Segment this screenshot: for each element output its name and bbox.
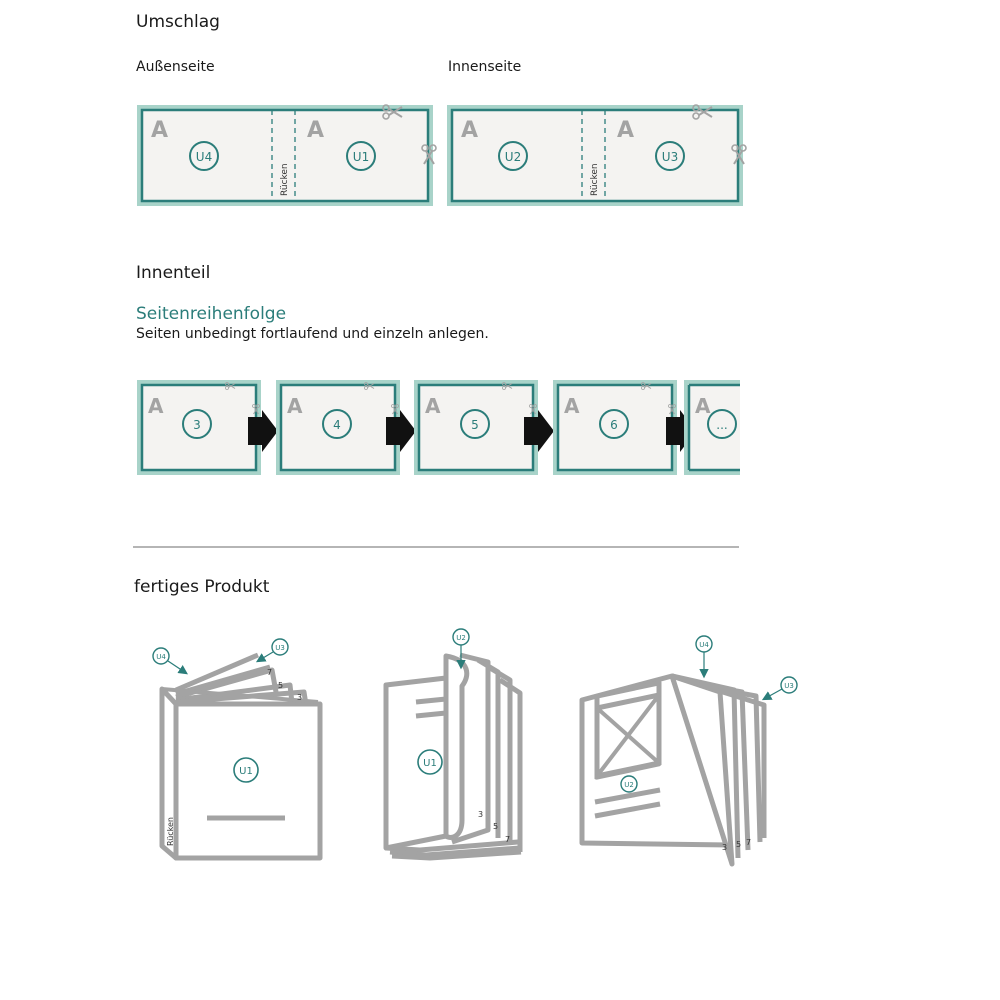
page-number: 5 — [493, 822, 498, 831]
letter-a: A — [695, 394, 711, 418]
page-number: 3 — [722, 843, 727, 852]
next-arrow — [386, 410, 416, 452]
letter-a: A — [287, 394, 303, 418]
next-arrow — [524, 410, 554, 452]
flipping-book-illustration — [383, 652, 523, 861]
tag-u4: U4 — [156, 653, 166, 661]
next-arrow — [248, 410, 278, 452]
next-arrow — [666, 410, 696, 452]
interior-heading: Innenteil — [136, 263, 211, 283]
open-book-labels: U2 3 5 7 U4 U3 — [620, 635, 798, 852]
letter-a: A — [151, 118, 168, 143]
outside-label: Außenseite — [136, 59, 215, 75]
tag-u3: U3 — [275, 644, 285, 652]
page-number: 6 — [610, 418, 618, 432]
page-number: 3 — [478, 810, 483, 819]
inside-label: Innenseite — [448, 59, 522, 75]
cover-inside-sheet: A A U2 U3 Rücken — [447, 104, 747, 206]
tag-u3: U3 — [784, 682, 794, 690]
page-number: ... — [716, 418, 727, 432]
closed-book-illustration — [159, 652, 323, 861]
letter-a: A — [148, 394, 164, 418]
letter-a: A — [307, 118, 324, 143]
page-number: 3 — [193, 418, 201, 432]
interior-pages: A 3 A 4 A 5 A 6 — [137, 380, 740, 475]
open-book-picture-placeholder — [594, 691, 662, 780]
cover-heading: Umschlag — [136, 12, 220, 32]
page-number: 5 — [736, 840, 741, 849]
inner-tag: U2 — [624, 781, 634, 789]
letter-a: A — [617, 118, 634, 143]
front-tag: U1 — [239, 766, 253, 777]
page-tag-u4: U4 — [196, 150, 212, 164]
tag-u4: U4 — [699, 641, 709, 649]
tag-u2: U2 — [456, 634, 466, 642]
order-title: Seitenreihenfolge — [136, 304, 287, 324]
page-tag-u2: U2 — [505, 150, 521, 164]
front-tag: U1 — [423, 758, 437, 769]
page-number: 7 — [267, 668, 272, 677]
cover-outside-sheet: A A U4 U1 Rücken — [137, 104, 437, 206]
page-number: 7 — [746, 838, 751, 847]
spine-label: Rücken — [166, 817, 175, 846]
page-number: 5 — [471, 418, 479, 432]
product-heading: fertiges Produkt — [134, 577, 270, 597]
spine-label: Rücken — [280, 163, 290, 196]
page-number: 5 — [278, 681, 283, 690]
page-number: 3 — [297, 693, 302, 702]
order-note: Seiten unbedingt fortlaufend und einzeln… — [136, 326, 489, 342]
letter-a: A — [564, 394, 580, 418]
letter-a: A — [425, 394, 441, 418]
closed-book-labels: U1 Rücken 7 5 3 U4 U3 — [152, 638, 302, 846]
page-tag-u3: U3 — [662, 150, 678, 164]
page-number: 7 — [505, 835, 510, 844]
spine-label: Rücken — [590, 163, 600, 196]
page-tag-u1: U1 — [353, 150, 369, 164]
flipping-book-labels: U1 3 5 7 U2 — [417, 628, 510, 844]
letter-a: A — [461, 118, 478, 143]
page-number: 4 — [333, 418, 341, 432]
